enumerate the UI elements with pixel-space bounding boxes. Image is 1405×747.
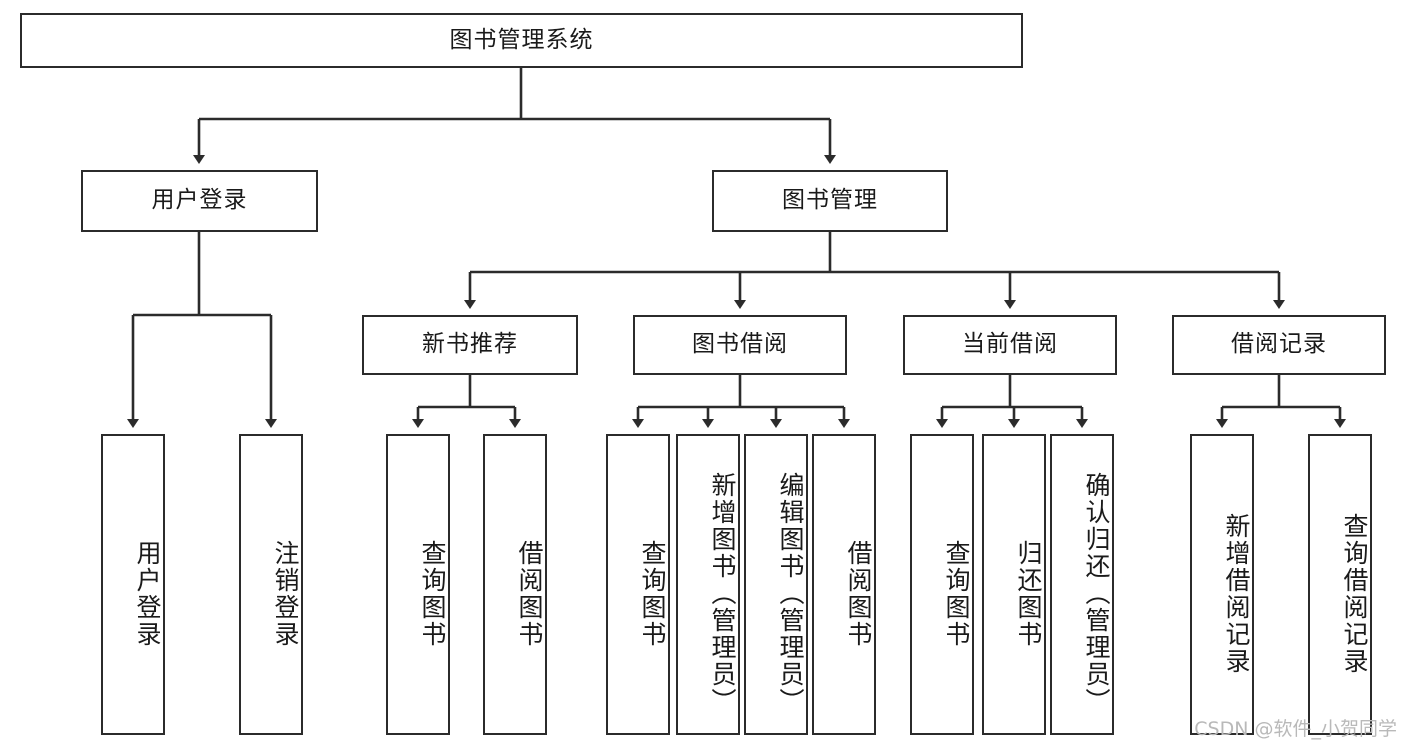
node-leaf-add-record[interactable]: 新增借阅记录 [1190, 434, 1254, 735]
node-label: 用户登录 [133, 539, 162, 648]
node-new-book-recommend[interactable]: 新书推荐 [362, 315, 578, 375]
node-leaf-confirm-return[interactable]: 确认归还（管理员） [1050, 434, 1114, 735]
node-leaf-query-record[interactable]: 查询借阅记录 [1308, 434, 1372, 735]
node-root-system[interactable]: 图书管理系统 [20, 13, 1023, 68]
node-book-borrow[interactable]: 图书借阅 [633, 315, 847, 375]
node-label: 新书推荐 [422, 331, 518, 358]
node-book-manage[interactable]: 图书管理 [712, 170, 948, 232]
node-leaf-logout-login[interactable]: 注销登录 [239, 434, 303, 735]
node-leaf-borrow-book-2[interactable]: 借阅图书 [812, 434, 876, 735]
node-label: 图书借阅 [692, 331, 788, 358]
node-leaf-borrow-book-1[interactable]: 借阅图书 [483, 434, 547, 735]
node-current-borrow[interactable]: 当前借阅 [903, 315, 1117, 375]
node-label: 当前借阅 [962, 331, 1058, 358]
node-leaf-query-book-3[interactable]: 查询图书 [910, 434, 974, 735]
node-label: 借阅图书 [515, 539, 544, 648]
node-label: 借阅图书 [844, 539, 873, 648]
watermark: CSDN @软件_小贺同学 [1194, 718, 1397, 740]
node-user-login[interactable]: 用户登录 [81, 170, 318, 232]
node-label: 查询借阅记录 [1340, 512, 1369, 675]
node-label: 编辑图书（管理员） [776, 472, 805, 715]
node-leaf-query-book-1[interactable]: 查询图书 [386, 434, 450, 735]
node-label: 确认归还（管理员） [1082, 472, 1111, 715]
node-leaf-edit-book[interactable]: 编辑图书（管理员） [744, 434, 808, 735]
node-label: 图书管理系统 [449, 26, 594, 53]
node-label: 注销登录 [271, 539, 300, 648]
node-label: 图书管理 [782, 187, 878, 214]
node-label: 归还图书 [1014, 539, 1043, 648]
node-label: 新增图书（管理员） [708, 472, 737, 715]
node-leaf-user-login[interactable]: 用户登录 [101, 434, 165, 735]
node-label: 借阅记录 [1231, 331, 1327, 358]
node-label: 用户登录 [151, 187, 248, 214]
node-label: 查询图书 [418, 539, 447, 648]
node-leaf-query-book-2[interactable]: 查询图书 [606, 434, 670, 735]
node-borrow-record[interactable]: 借阅记录 [1172, 315, 1386, 375]
node-label: 查询图书 [638, 539, 667, 648]
node-leaf-return-book[interactable]: 归还图书 [982, 434, 1046, 735]
node-label: 新增借阅记录 [1222, 512, 1251, 675]
node-label: 查询图书 [942, 539, 971, 648]
node-leaf-add-book[interactable]: 新增图书（管理员） [676, 434, 740, 735]
